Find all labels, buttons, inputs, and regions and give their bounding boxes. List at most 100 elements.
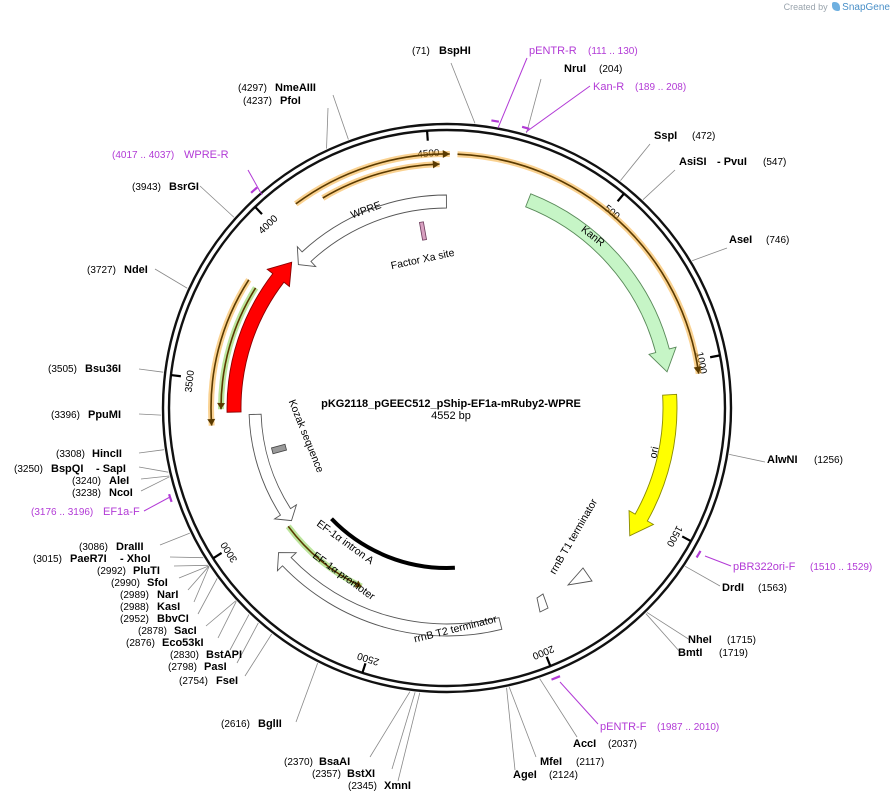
site-pos-bmti: (1719) [719, 648, 748, 659]
feature-factor-xa-marker [419, 221, 427, 241]
site-leader-18 [229, 614, 250, 651]
site-leader-12 [397, 692, 421, 782]
tick-mark-1500 [681, 535, 692, 543]
feature-rrnb-t1-marker [566, 567, 593, 586]
site-extra-xhoi: - XhoI [120, 553, 151, 565]
feature-mruby2 [226, 261, 293, 413]
site-name-bbvci: BbvCI [157, 613, 189, 625]
tick-label-1500: 1500 [664, 524, 685, 549]
site-leader-2 [620, 143, 651, 181]
site-name-ndei: NdeI [124, 264, 148, 276]
orf-top-orange-b-halo [321, 161, 440, 201]
primer-range-ef1a-f: (3176 .. 3196) [31, 507, 93, 518]
site-pos-bsrgi: (3943) [132, 182, 161, 193]
feature-ef1a-promoter [276, 552, 503, 637]
primer-mark-pentr-r [491, 119, 500, 123]
site-pos-mfei: (2117) [576, 757, 604, 768]
site-pos-asei: (746) [766, 235, 789, 246]
tick-mark-4500 [425, 130, 429, 141]
site-leader-29 [140, 475, 170, 480]
site-extra-sapi: - SapI [96, 463, 126, 475]
site-name-bsphi: BspHI [439, 45, 471, 57]
site-leader-6 [684, 565, 721, 587]
site-pos-draiii: (3086) [79, 542, 108, 553]
feature-ef1a-intron-a [330, 517, 455, 570]
site-name-ppumi: PpuMI [88, 409, 121, 421]
site-pos-ndei: (3727) [87, 265, 116, 276]
site-leader-34 [154, 268, 188, 289]
snapgene-brand-text: SnapGene [842, 2, 890, 13]
site-pos-acci: (2037) [608, 739, 637, 750]
tick-mark-2000 [545, 656, 552, 667]
feature-label-kozak: Kozak sequence [286, 398, 326, 475]
site-leader-36 [326, 107, 329, 149]
site-leader-35 [199, 185, 235, 218]
orf-top-orange-a-head [442, 150, 450, 159]
site-pos-ppumi: (3396) [51, 410, 80, 421]
primer-leader-4 [143, 496, 171, 512]
primer-name-pentr-r: pENTR-R [529, 45, 577, 57]
site-pos-bspqi: (3250) [14, 464, 43, 475]
primer-leader-3 [559, 681, 599, 725]
site-pos-hincii: (3308) [56, 449, 85, 460]
site-leader-10 [508, 686, 537, 758]
site-leader-3 [642, 169, 676, 201]
site-pos-pluti: (2992) [97, 566, 126, 577]
site-pos-nmeaiii: (4297) [238, 83, 267, 94]
site-extra-pvui: - PvuI [717, 156, 747, 168]
tick-label-2500: 2500 [356, 650, 381, 667]
site-name-bstxi: BstXI [347, 768, 375, 780]
site-name-acci: AccI [573, 738, 596, 750]
site-name-bglii: BglII [258, 718, 282, 730]
site-pos-xmni: (2345) [348, 781, 377, 792]
site-name-asei: AseI [729, 234, 752, 246]
plasmid-name: pKG2118_pGEEC512_pShip-EF1a-mRuby2-WPRE [321, 398, 581, 410]
site-name-sspi: SspI [654, 130, 677, 142]
feature-kozak-marker [270, 443, 288, 455]
site-name-bsrgi: BsrGI [169, 181, 199, 193]
tick-mark-500 [616, 192, 625, 203]
site-name-bsu36i: Bsu36I [85, 363, 121, 375]
site-leader-1 [526, 78, 542, 134]
site-name-saci: SacI [174, 625, 197, 637]
site-leader-0 [450, 62, 476, 124]
site-name-eco53ki: Eco53kI [162, 637, 204, 649]
primer-name-wpre-r: WPRE-R [184, 149, 229, 161]
feature-wpre [296, 194, 447, 268]
site-leader-16 [244, 633, 273, 677]
site-pos-paer7i: (3015) [33, 554, 62, 565]
site-leader-32 [138, 413, 162, 416]
site-pos-pasi: (2798) [168, 662, 197, 673]
primer-mark-wpre-r [250, 186, 258, 194]
tick-label-2000: 2000 [530, 643, 555, 662]
site-leader-23 [187, 566, 210, 591]
site-pos-nhei: (1715) [727, 635, 756, 646]
tick-mark-4000 [254, 206, 263, 215]
site-leader-5 [729, 453, 766, 463]
tick-mark-3000 [212, 552, 223, 560]
snapgene-logo-icon [832, 2, 841, 11]
site-name-xmni: XmnI [384, 780, 411, 792]
site-name-bmti: BmtI [678, 647, 702, 659]
site-leader-19 [217, 601, 237, 639]
site-pos-alwni: (1256) [814, 455, 843, 466]
primer-leader-2 [704, 555, 732, 567]
site-leader-25 [173, 564, 209, 567]
site-name-kasi: KasI [157, 601, 180, 613]
site-name-bspqi: BspQI [51, 463, 83, 475]
site-name-pfoi: PfoI [280, 95, 301, 107]
tick-mark-2500 [361, 662, 367, 674]
site-pos-fsei: (2754) [179, 676, 208, 687]
site-pos-asisi: (547) [763, 157, 786, 168]
created-by-text: Created by [783, 2, 828, 12]
feature-rrnb-t2-marker [536, 593, 549, 613]
feature-label-ori: ori [647, 446, 661, 460]
site-pos-nari: (2989) [120, 590, 149, 601]
primer-range-pentr-f: (1987 .. 2010) [657, 722, 719, 733]
site-pos-bsphi: (71) [412, 46, 430, 57]
primer-mark-ef1a-f [168, 493, 173, 503]
site-name-agei: AgeI [513, 769, 537, 781]
site-pos-bstxi: (2357) [312, 769, 341, 780]
site-leader-37 [332, 94, 349, 140]
snapgene-credit: Created by SnapGene [784, 2, 890, 13]
